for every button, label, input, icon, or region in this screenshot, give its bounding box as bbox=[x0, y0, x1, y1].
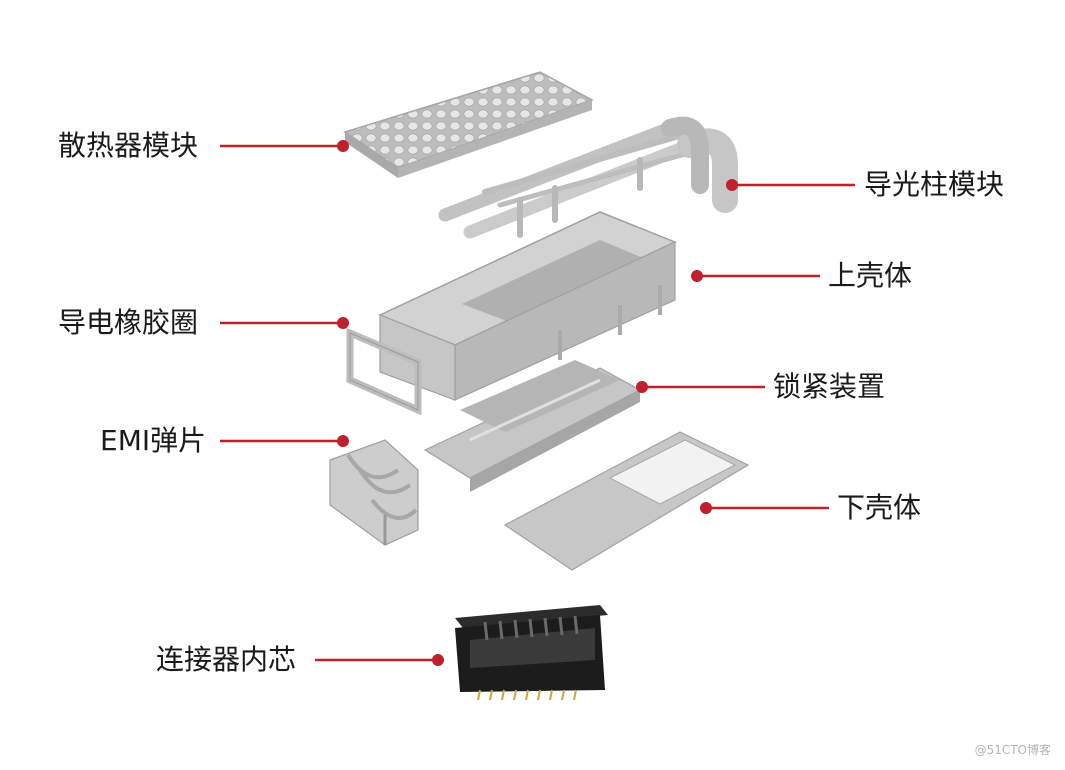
label-latch: 锁紧装置 bbox=[773, 370, 886, 403]
label-lightpipe: 导光柱模块 bbox=[864, 168, 1005, 201]
leader-dot-gasket bbox=[337, 317, 349, 329]
upper-shell-part bbox=[378, 211, 677, 401]
connector-core-part bbox=[455, 605, 608, 701]
watermark: @51CTO博客 bbox=[974, 743, 1051, 757]
leader-dot-lightpipe bbox=[726, 179, 738, 191]
latch-part bbox=[423, 360, 642, 492]
label-lower-shell: 下壳体 bbox=[837, 491, 922, 524]
leader-dot-latch bbox=[636, 381, 648, 393]
label-gasket: 导电橡胶圈 bbox=[58, 306, 199, 339]
leader-dot-emi bbox=[337, 435, 349, 447]
emi-part bbox=[329, 439, 419, 546]
leader-dot-lower-shell bbox=[700, 502, 712, 514]
leader-dot-core bbox=[432, 654, 444, 666]
label-emi: EMI弹片 bbox=[100, 424, 207, 457]
label-heatsink: 散热器模块 bbox=[58, 129, 199, 162]
label-core: 连接器内芯 bbox=[156, 643, 297, 676]
lower-shell-part bbox=[503, 431, 750, 571]
label-upper-shell: 上壳体 bbox=[828, 259, 913, 292]
heatsink-part bbox=[343, 71, 594, 178]
lightpipe-part bbox=[438, 116, 738, 239]
gasket-part bbox=[346, 327, 422, 416]
leader-lines bbox=[220, 140, 855, 666]
leader-dot-heatsink bbox=[337, 140, 349, 152]
leader-dot-upper-shell bbox=[691, 270, 703, 282]
